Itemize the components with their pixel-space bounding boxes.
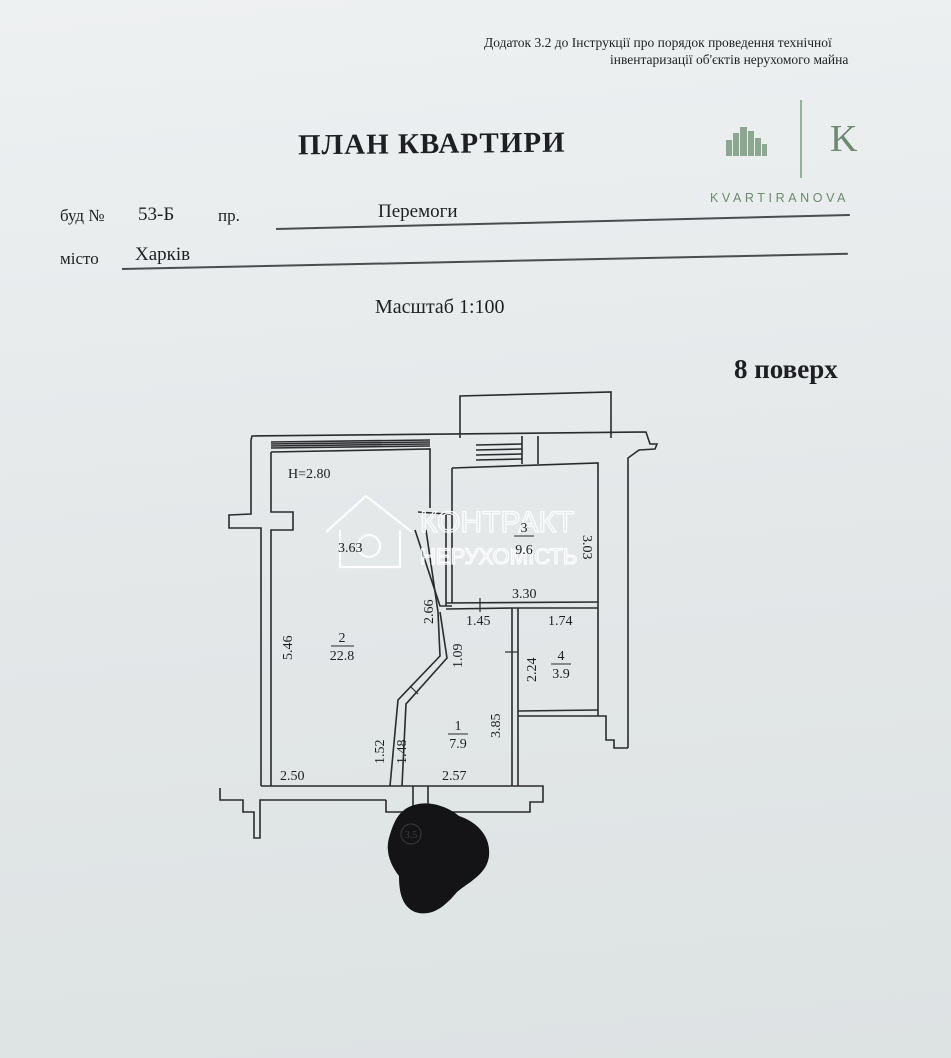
watermark-logo: КОНТРАКТ НЕРУХОМІСТЬ (325, 494, 578, 570)
building-label: буд № (60, 206, 105, 225)
room-4-area: 3.9 (552, 667, 570, 682)
street-type: пр. (218, 206, 240, 225)
dim-room1-right: 3.85 (489, 714, 504, 739)
dim-room4-left: 2.24 (525, 658, 540, 683)
city-name: Харків (135, 244, 191, 265)
room-4-number: 4 (558, 649, 565, 664)
appendix-line-1: Додаток 3.2 до Інструкції про порядок пр… (484, 35, 832, 50)
room-3-number: 3 (521, 521, 528, 536)
height-label: H=2.80 (288, 467, 331, 482)
room-2-number: 2 (339, 631, 346, 646)
dim-room3-right: 3.03 (579, 535, 594, 560)
dim-room1-diag: 1.09 (451, 644, 466, 669)
room-3-label: 3 9.6 (514, 521, 534, 558)
kvartiranova-logo: K (726, 100, 858, 178)
room-1-label: 1 7.9 (448, 719, 468, 752)
appendix-line-2: інвентаризації об'єктів нерухомого майна (610, 52, 849, 67)
room-3-area: 9.6 (515, 543, 533, 558)
brand-letter: K (830, 118, 858, 160)
watermark-line-2: НЕРУХОМІСТЬ (420, 544, 577, 569)
room-1-area: 7.9 (449, 737, 467, 752)
room-1-number: 1 (455, 719, 462, 734)
watermark-line-1: КОНТРАКТ (420, 506, 574, 539)
scale-text: Масштаб 1:100 (375, 296, 505, 318)
city-label: місто (60, 249, 99, 268)
floor-label: 8 поверх (734, 354, 838, 384)
brand-name: KVARTIRANOVA (710, 191, 850, 205)
building-icon (726, 127, 767, 156)
dim-room1-bottom: 2.57 (442, 769, 467, 784)
room-2-label: 2 22.8 (330, 631, 355, 664)
room-2-area: 22.8 (330, 649, 355, 664)
dim-room2-bottom: 2.50 (280, 769, 305, 784)
dim-room2-top: 3.63 (338, 541, 363, 556)
dim-room4-top: 1.74 (548, 614, 573, 629)
mark-label: 3.5 (405, 830, 418, 841)
dim-room1-top: 1.45 (466, 614, 491, 629)
dim-room1-left: 1.48 (395, 740, 410, 765)
dim-room2-left: 5.46 (281, 636, 296, 661)
room-4-label: 4 3.9 (551, 649, 571, 682)
street-name: Перемоги (378, 201, 458, 222)
dimension-ticks (409, 598, 518, 695)
house-icon (325, 494, 413, 569)
dim-partition-upper: 2.66 (422, 600, 437, 625)
building-number: 53-Б (138, 204, 175, 225)
dim-room3-bottom: 3.30 (512, 587, 537, 602)
plan-walls (219, 391, 659, 839)
dim-partition-lower: 1.52 (373, 740, 388, 765)
redaction-smudge: 3.5 (387, 803, 490, 914)
